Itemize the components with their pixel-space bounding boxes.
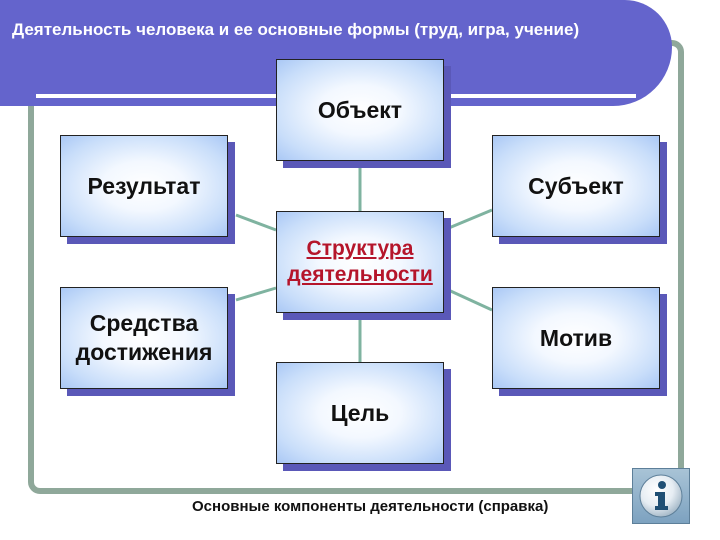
node-center-structure[interactable]: Структура деятельности bbox=[276, 211, 444, 313]
node-motive[interactable]: Мотив bbox=[492, 287, 660, 389]
node-result[interactable]: Результат bbox=[60, 135, 228, 237]
node-goal[interactable]: Цель bbox=[276, 362, 444, 464]
center-label-line2: деятельности bbox=[287, 263, 433, 286]
node-object[interactable]: Объект bbox=[276, 59, 444, 161]
node-subject-label: Субъект bbox=[528, 172, 624, 199]
node-result-label: Результат bbox=[87, 172, 201, 199]
footer-caption: Основные компоненты деятельности (справк… bbox=[192, 498, 549, 515]
node-subject[interactable]: Субъект bbox=[492, 135, 660, 237]
info-button[interactable] bbox=[632, 468, 690, 524]
center-label-line1: Структура bbox=[306, 236, 414, 260]
page-title: Деятельность человека и ее основные форм… bbox=[12, 20, 580, 39]
connector-motive bbox=[443, 286, 493, 312]
node-means[interactable]: Средства достижения bbox=[60, 287, 228, 389]
node-means-label-line1: Средства bbox=[89, 310, 199, 337]
connector-means bbox=[235, 286, 277, 302]
node-motive-label: Мотив bbox=[539, 324, 613, 351]
node-goal-label: Цель bbox=[330, 399, 390, 426]
node-means-label-line2: достижения bbox=[75, 339, 213, 365]
connector-result bbox=[235, 213, 277, 232]
connector-subject bbox=[443, 208, 493, 232]
node-object-label: Объект bbox=[317, 96, 403, 123]
info-icon bbox=[639, 474, 683, 518]
